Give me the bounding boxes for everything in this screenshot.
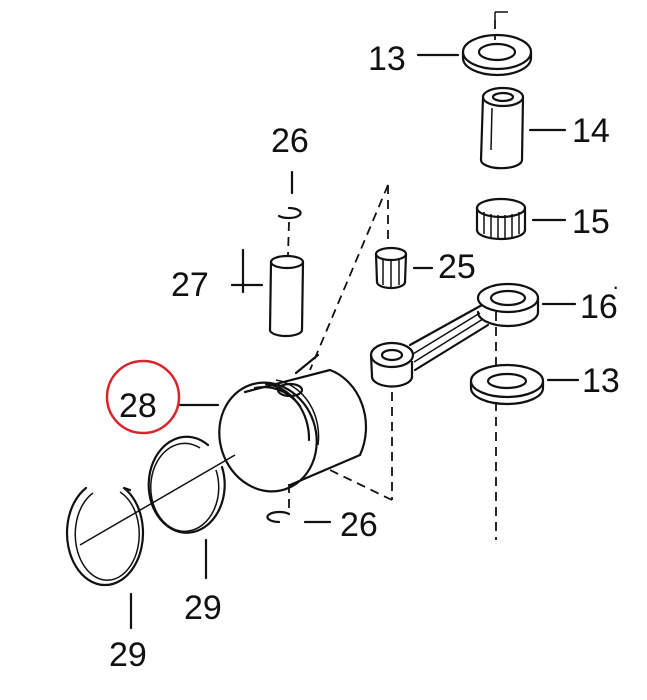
washer-upper[interactable] — [461, 33, 533, 77]
guide-line-diag — [309, 184, 389, 371]
highlight-circle-28 — [105, 359, 181, 435]
label-26-top: 26 — [271, 122, 309, 160]
pin-sleeve[interactable] — [479, 86, 525, 170]
label-28: 28 — [119, 387, 157, 425]
washer-lower[interactable] — [469, 363, 545, 406]
piston-ring-inner[interactable] — [147, 435, 226, 534]
needle-bearing-small[interactable] — [374, 246, 408, 290]
label-26-bottom: 26 — [340, 506, 378, 544]
axis-pin-vertical — [287, 221, 290, 256]
label-29-inner: 29 — [184, 589, 222, 627]
piston-pin[interactable] — [268, 254, 305, 338]
label-29-outer: 29 — [109, 636, 147, 674]
label-13-bottom: 13 — [582, 362, 620, 400]
axis-piston — [79, 454, 236, 546]
circlip-top[interactable] — [277, 206, 302, 220]
label-14: 14 — [572, 112, 610, 150]
connecting-rod[interactable] — [369, 282, 540, 388]
circlip-bottom[interactable] — [266, 510, 291, 524]
guide-line-bottom — [329, 469, 393, 501]
label-13-top: 13 — [368, 40, 406, 78]
label-15: 15 — [572, 203, 610, 241]
piston[interactable] — [205, 353, 368, 504]
label-16-dot: · — [612, 274, 619, 299]
label-27: 27 — [171, 266, 209, 304]
label-16: 16 — [580, 288, 618, 326]
piston-ring-outer[interactable] — [65, 486, 145, 587]
label-25: 25 — [438, 248, 476, 286]
needle-bearing-large[interactable] — [475, 197, 527, 241]
